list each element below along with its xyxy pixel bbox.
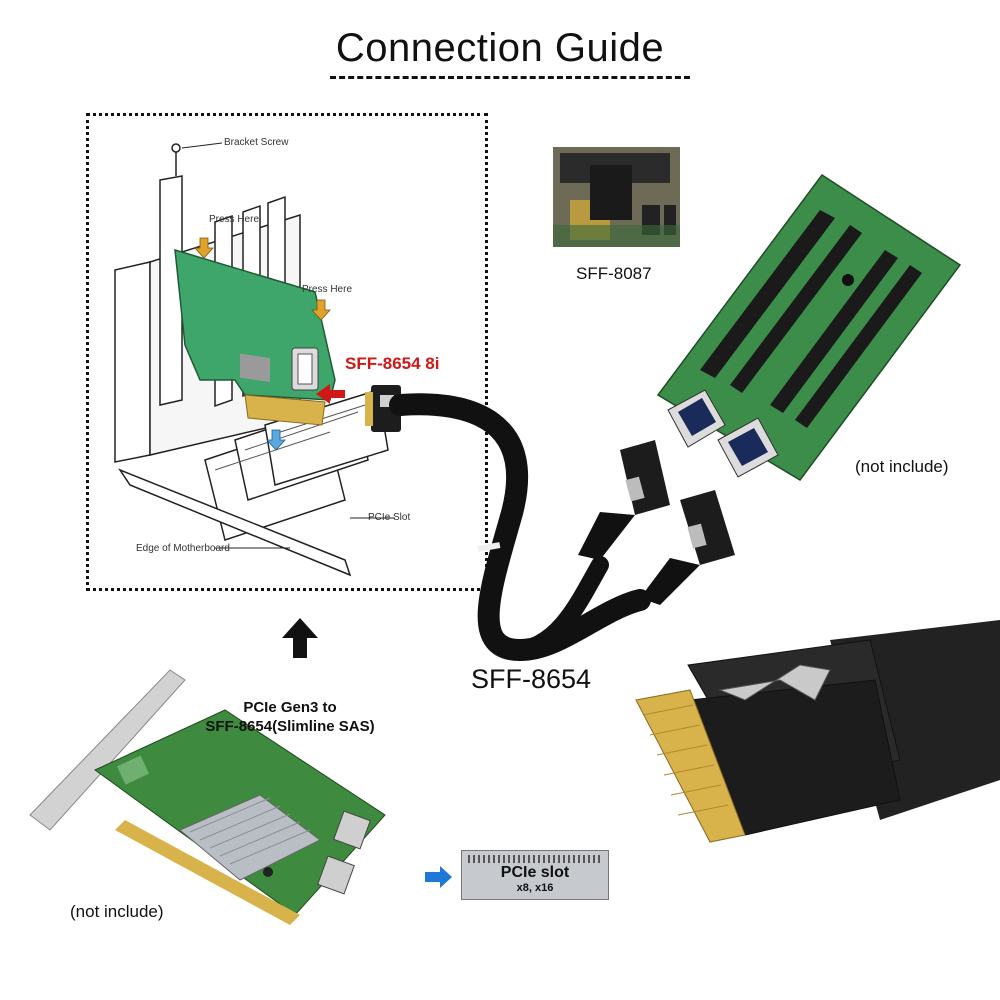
title-underline — [330, 76, 690, 79]
pcie-slot-icon-line2: x8, x16 — [516, 882, 554, 894]
press-here-top-label: Press Here — [209, 214, 260, 225]
sff8087-label: SFF-8087 — [576, 264, 652, 283]
motherboard-edge-label: Edge of Motherboard — [136, 543, 230, 554]
riser-not-included-label: (not include) — [855, 457, 949, 476]
pcie-slot-icon: PCIe slot x8, x16 — [461, 850, 609, 900]
card-title: PCIe Gen3 to SFF-8654(Slimline SAS) — [175, 698, 405, 736]
pcie-slot-icon-line1: PCIe slot — [500, 864, 570, 881]
page-title: Connection Guide — [335, 26, 665, 70]
card-title-line2: SFF-8654(Slimline SAS) — [205, 718, 375, 735]
sff8654-8i-label: SFF-8654 8i — [345, 354, 440, 373]
card-title-line1: PCIe Gen3 to — [243, 699, 337, 716]
pcie-slot-pins — [468, 855, 600, 863]
bracket-screw-label: Bracket Screw — [224, 137, 289, 148]
card-not-included-label: (not include) — [70, 902, 164, 921]
sff8654-cable-label: SFF-8654 — [471, 664, 592, 694]
pcie-slot-label: PCIe Slot — [368, 512, 411, 523]
press-here-right-label: Press Here — [302, 284, 353, 295]
